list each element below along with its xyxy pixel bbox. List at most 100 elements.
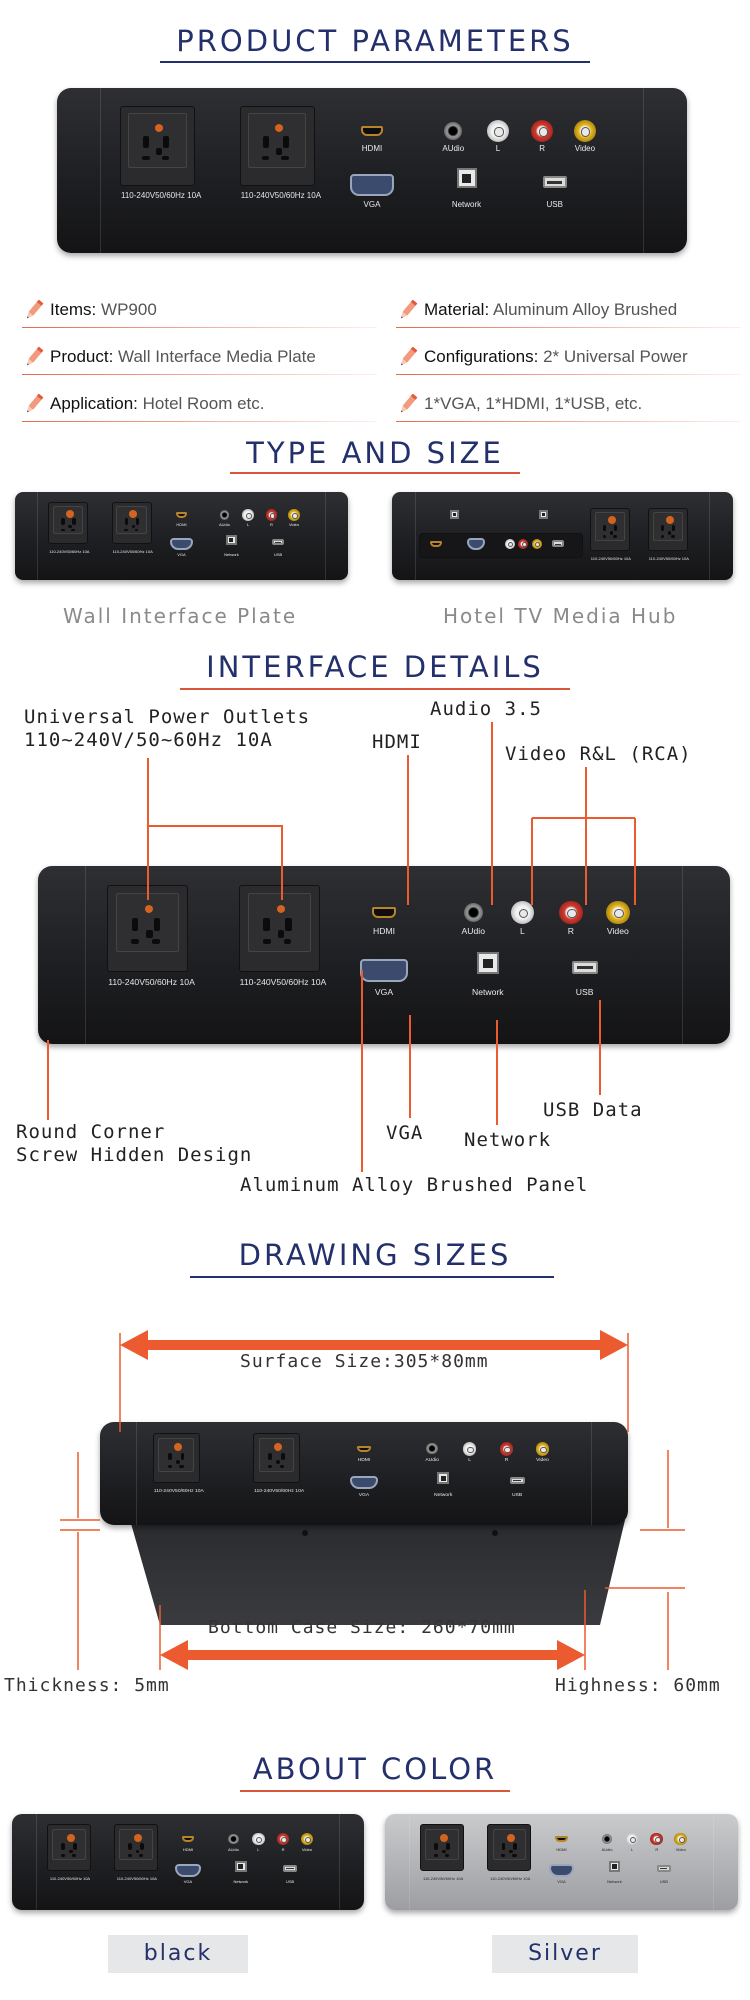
- audio-jack: [228, 1833, 239, 1845]
- port-label-hdmi: HDMI: [357, 1456, 371, 1463]
- outlet-indicator: [66, 1833, 75, 1842]
- port-label-outlet_rating: 110-240V50/60Hz 10A: [116, 1876, 157, 1881]
- outlet-hole: [279, 1464, 285, 1468]
- usb-port: [656, 1865, 671, 1873]
- port-label-hdmi: HDMI: [182, 1846, 194, 1852]
- port-label-outlet_rating: 110-240V50/60Hz 10A: [121, 191, 202, 200]
- outlet-hole: [513, 1842, 517, 1850]
- outlet-hole: [276, 1460, 281, 1465]
- callout-hdmi: HDMI: [372, 731, 422, 753]
- port-label-l: L: [630, 1846, 634, 1852]
- outlet-hole: [280, 1452, 285, 1461]
- rca-video: [674, 1832, 688, 1846]
- vga-port: [175, 1864, 201, 1877]
- param-items: Items: WP900: [22, 296, 377, 328]
- outlet-face: [594, 512, 625, 541]
- outlet-hole: [163, 136, 170, 149]
- param-product: Product: Wall Interface Media Plate: [22, 343, 377, 375]
- usb-port: [542, 176, 567, 188]
- audio-jack: [463, 902, 483, 923]
- bottom-case-body: [130, 1520, 625, 1625]
- outlet-face: [116, 893, 180, 953]
- universal-power-outlet: 110-240V50/60Hz 10A: [111, 501, 153, 554]
- port-label-r: R: [655, 1846, 659, 1852]
- audio-jack: [219, 510, 230, 520]
- case-screw: [492, 1530, 498, 1536]
- outlet-indicator: [155, 123, 164, 132]
- port-label-vga: VGA: [358, 1491, 370, 1498]
- port-label-video: Video: [606, 926, 629, 937]
- plate-endcap: [339, 1814, 364, 1910]
- outlet-hole: [135, 518, 139, 526]
- outlet-hole: [660, 535, 665, 538]
- outlet-hole: [61, 1842, 65, 1850]
- color-label-silver: Silver: [492, 1935, 638, 1973]
- port-label-l: L: [519, 926, 525, 937]
- outlet-hole: [512, 1854, 517, 1857]
- outlet-indicator: [506, 1833, 515, 1842]
- outlet-hole: [167, 1464, 172, 1468]
- audio-jack: [426, 1443, 438, 1455]
- usb-port: [271, 538, 285, 546]
- outlet-hole: [262, 938, 271, 944]
- hdmi-port: [372, 906, 396, 918]
- port-label-audio: AUdio: [218, 521, 230, 527]
- outlet-indicator: [145, 904, 154, 913]
- outlet-hole: [445, 1854, 450, 1857]
- port-label-audio: AUdio: [425, 1456, 439, 1463]
- pencil-icon: [396, 298, 420, 322]
- pencil-icon: [22, 298, 46, 322]
- plate-endcap: [385, 1814, 410, 1910]
- callout-vga: VGA: [386, 1122, 424, 1144]
- universal-power-outlet: 110-240V50/60Hz 10A: [238, 885, 326, 987]
- callout-round-corner: Round Corner Screw Hidden Design: [16, 1121, 253, 1166]
- port-label-usb: USB: [659, 1879, 668, 1885]
- outlet-hole: [501, 1854, 506, 1857]
- callout-audio: Audio 3.5: [430, 698, 542, 720]
- vga-port: [360, 958, 408, 983]
- port-label-l: L: [257, 1846, 260, 1852]
- rca-right: [531, 120, 554, 142]
- outlet-face: [247, 893, 311, 953]
- port-label-video: Video: [301, 1846, 313, 1852]
- rca-left: [504, 538, 515, 549]
- port-label-outlet_rating: 110-240V50/60Hz 10A: [590, 555, 631, 561]
- plate-endcap: [642, 88, 687, 253]
- bottom-case-size-label: Bottom Case Size: 260*70mm: [208, 1617, 516, 1638]
- pencil-icon: [22, 345, 46, 369]
- universal-power-outlet: 110-240V50/60Hz 10A: [487, 1824, 531, 1881]
- case-screw: [302, 1530, 308, 1536]
- outlet-hole: [156, 147, 163, 155]
- vga-port: [467, 537, 486, 550]
- plate-endcap: [591, 1422, 628, 1525]
- port-label-hdmi: HDMI: [176, 521, 187, 527]
- outlet-hole: [660, 524, 665, 532]
- callout-aluminum-panel: Aluminum Alloy Brushed Panel: [240, 1174, 589, 1196]
- rca-right: [265, 509, 278, 521]
- outlet-hole: [602, 524, 607, 532]
- universal-power-outlet: 110-240V50/60Hz 10A: [152, 1433, 204, 1494]
- port-label-outlet_rating: 110-240V50/60Hz 10A: [490, 1876, 531, 1881]
- arrow-right-icon: [557, 1640, 585, 1670]
- pencil-icon: [396, 392, 420, 416]
- network-port: [456, 168, 477, 188]
- outlet-hole: [61, 1854, 66, 1857]
- param-config-more: 1*VGA, 1*HDMI, 1*USB, etc.: [396, 390, 741, 422]
- outlet-hole: [161, 155, 169, 161]
- outlet-indicator: [607, 516, 616, 525]
- plate-endcap: [681, 866, 730, 1044]
- outlet-hole: [124, 528, 129, 532]
- outlet-indicator: [274, 123, 283, 132]
- outlet-hole: [128, 1842, 132, 1850]
- port-label-outlet_rating: 110-240V50/60Hz 10A: [49, 549, 90, 555]
- thickness-label: Thickness: 5mm: [4, 1675, 170, 1696]
- outlet-face: [492, 1829, 526, 1861]
- rca-video: [535, 1441, 550, 1456]
- port-label-network: Network: [224, 551, 239, 557]
- port-label-vga: VGA: [374, 986, 394, 997]
- outlet-hole: [68, 524, 72, 529]
- title-underline: [240, 1790, 510, 1792]
